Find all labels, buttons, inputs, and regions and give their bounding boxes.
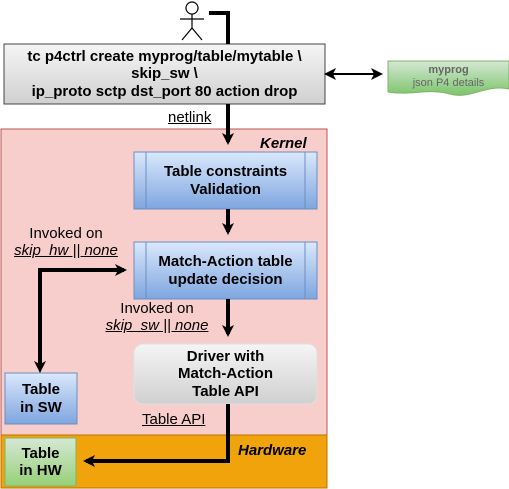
- table-hw-box: [4, 437, 77, 487]
- invoked-hw-line-2: skip_hw || none: [14, 242, 118, 260]
- netlink-label: netlink: [168, 109, 212, 126]
- command-line-1: tc p4ctrl create myprog/table/mytable \: [27, 48, 302, 66]
- invoked-sw-label: Invoked on skip_sw || none: [97, 300, 217, 335]
- constraints-line-1: Table constraints: [163, 163, 288, 181]
- command-box: [3, 43, 326, 105]
- p4-json-document-icon: [387, 60, 509, 96]
- constraints-box: [133, 151, 318, 210]
- invoked-sw-line-2: skip_sw || none: [105, 317, 209, 335]
- table-sw-line-2: in SW: [20, 398, 62, 416]
- table-sw-box: [4, 372, 78, 425]
- table-hw-text: Table in HW: [5, 438, 76, 486]
- command-text: tc p4ctrl create myprog/table/mytable \ …: [4, 44, 325, 104]
- kernel-label: Kernel: [260, 135, 307, 152]
- invoked-hw-label: Invoked on skip_hw || none: [6, 225, 126, 260]
- doc-note-title: myprog: [428, 64, 469, 76]
- invoked-hw-line-1: Invoked on: [29, 225, 103, 242]
- command-line-2: skip_sw \: [131, 65, 198, 83]
- invoked-sw-line-1: Invoked on: [120, 300, 194, 317]
- match-action-line-1: Match-Action table: [158, 253, 293, 271]
- table-sw-text: Table in SW: [5, 373, 77, 424]
- match-action-line-2: update decision: [168, 270, 283, 288]
- arrow-user-to-command: [209, 11, 230, 44]
- driver-line-1: Driver with: [186, 348, 265, 366]
- user-actor-icon: [180, 1, 204, 41]
- table-sw-line-1: Table: [21, 381, 61, 399]
- constraints-line-2: Validation: [190, 180, 261, 198]
- constraints-text: Table constraints Validation: [146, 152, 305, 209]
- hardware-label: Hardware: [238, 442, 307, 459]
- driver-line-2: Match-Action: [178, 365, 273, 383]
- table-hw-line-2: in HW: [19, 462, 62, 479]
- match-action-box: [133, 241, 318, 300]
- command-line-3: ip_proto sctp dst_port 80 action drop: [31, 82, 298, 100]
- doc-note-subtitle: json P4 details: [412, 76, 485, 89]
- table-api-label: Table API: [142, 411, 206, 428]
- driver-line-3: Table API: [192, 382, 259, 400]
- driver-text: Driver with Match-Action Table API: [134, 344, 317, 404]
- driver-box: [133, 343, 318, 405]
- doc-note-text: myprog json P4 details: [388, 64, 509, 89]
- match-action-text: Match-Action table update decision: [146, 242, 305, 299]
- arrow-sw-match-link: [34, 264, 127, 373]
- table-hw-line-1: Table: [21, 444, 60, 462]
- arrow-driver-to-hw: [83, 404, 230, 467]
